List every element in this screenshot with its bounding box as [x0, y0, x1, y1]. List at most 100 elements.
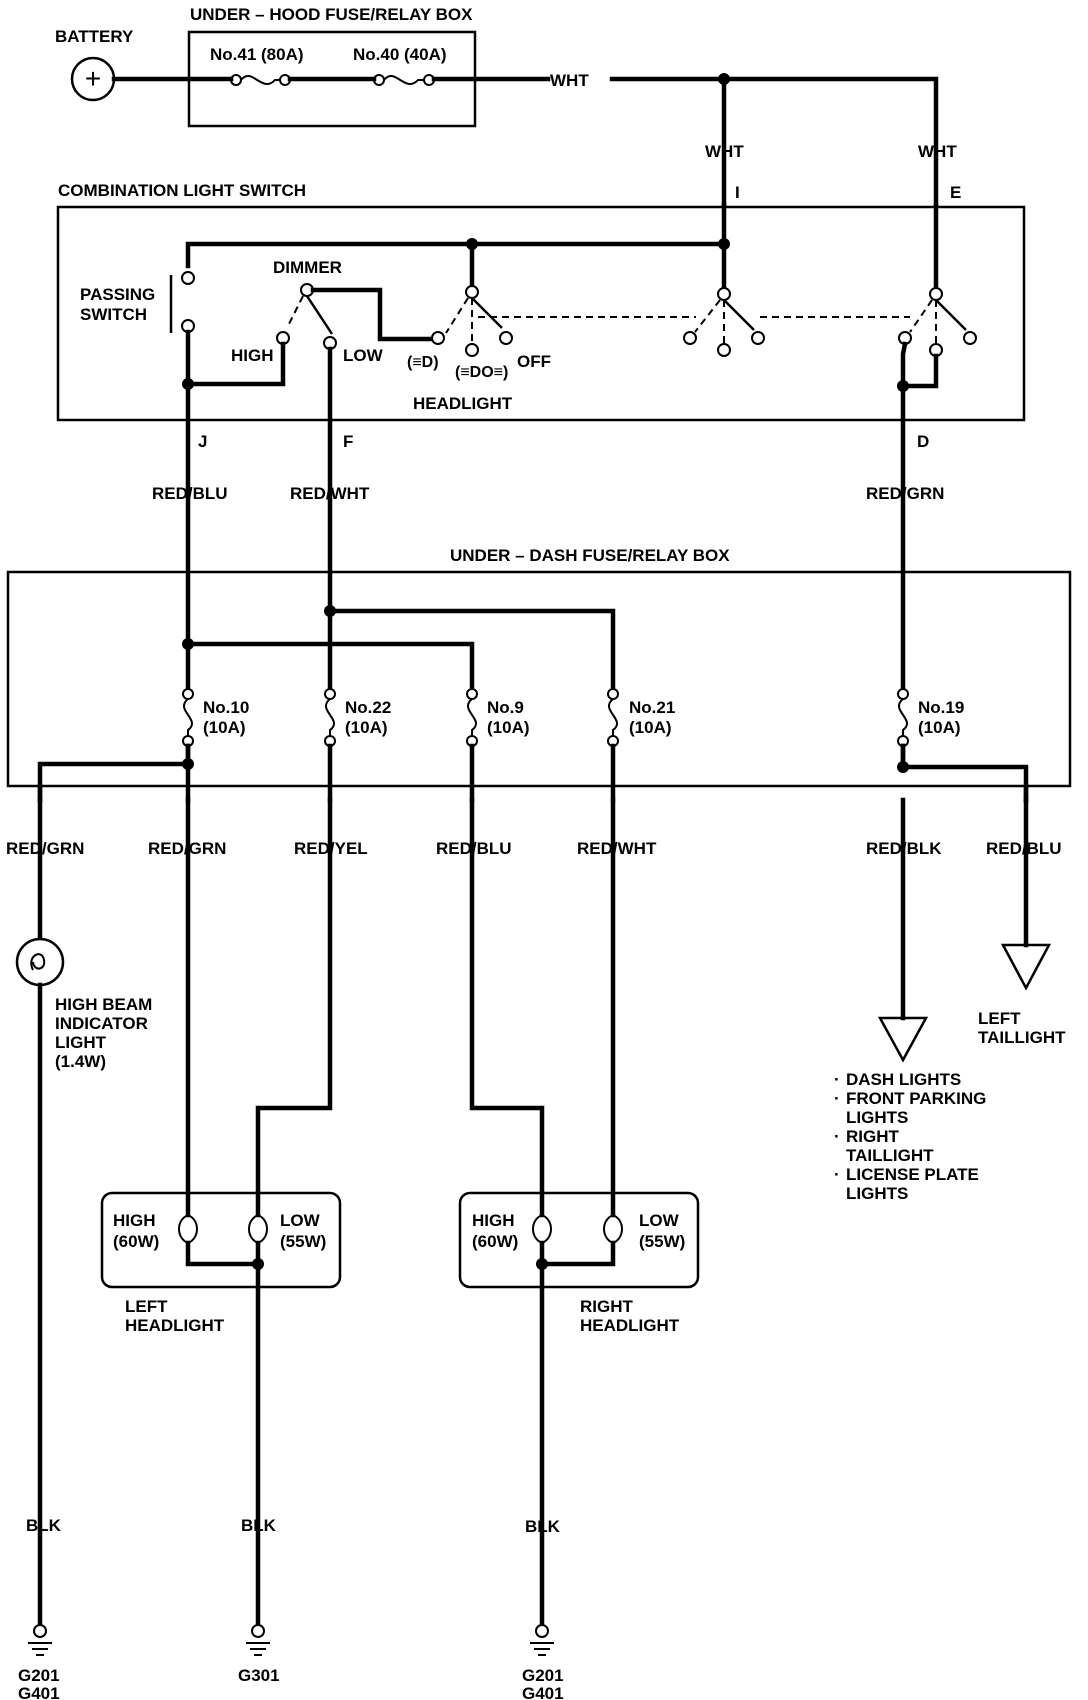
fuse-40-label: No.40 (40A): [353, 45, 447, 64]
left-low-watt: (55W): [280, 1232, 326, 1251]
pin-j-label: J: [198, 432, 207, 451]
wire-label-red-blu-j: RED/BLU: [152, 484, 228, 503]
left-high-label: HIGH: [113, 1211, 156, 1230]
dimmer-switch: DIMMER HIGH LOW: [182, 258, 435, 608]
dimmer-low-label: LOW: [343, 346, 384, 365]
fuse-22-no: No.22: [345, 698, 391, 717]
wire-label-blk-1: BLK: [26, 1516, 62, 1535]
ground-icon: [246, 1642, 270, 1656]
right-headlight-housing: [458, 1191, 700, 1289]
switch-box-outline: [56, 205, 1026, 422]
ground-g301: G301: [238, 1624, 280, 1685]
right-low-label: LOW: [639, 1211, 680, 1230]
pin-e-label: E: [950, 183, 961, 202]
fuse-41-symbol: [230, 74, 291, 86]
wire-label-red-grn-indicator: RED/GRN: [6, 839, 84, 858]
fuse-22: No.22 (10A): [324, 688, 391, 747]
wire-label-red-grn-d: RED/GRN: [866, 484, 944, 503]
dash-item-2b: LIGHTS: [846, 1108, 908, 1127]
fuse-21-amp: (10A): [629, 718, 672, 737]
wire-label-blk-2: BLK: [241, 1516, 277, 1535]
underhood-title: UNDER – HOOD FUSE/RELAY BOX: [190, 5, 473, 24]
dash-item-3b: TAILLIGHT: [846, 1146, 934, 1165]
wire-label-red-wht-f: RED/WHT: [290, 484, 370, 503]
fuse-10: No.10 (10A): [182, 688, 249, 747]
wire-label-wht-e: WHT: [918, 142, 957, 161]
fuse-19-amp: (10A): [918, 718, 961, 737]
ground-g201-g401-right: G201 G401: [522, 1624, 564, 1700]
wire-label-red-wht-out: RED/WHT: [577, 839, 657, 858]
wire-label-wht-i: WHT: [705, 142, 744, 161]
ground-label-g201-a: G201: [18, 1666, 60, 1685]
headlight-section-label: HEADLIGHT: [413, 394, 513, 413]
left-headlight-name-1: LEFT: [125, 1297, 168, 1316]
dash-item-4a: LICENSE PLATE: [846, 1165, 979, 1184]
pin-d-label: D: [917, 432, 929, 451]
left-high-filament-icon: [178, 1214, 198, 1245]
passing-label-1: PASSING: [80, 285, 155, 304]
dash-item-1: DASH LIGHTS: [846, 1070, 961, 1089]
wire-right-high: [469, 797, 545, 1218]
dash-bullet-3: ·: [834, 1127, 840, 1146]
fuse-41-label: No.41 (80A): [210, 45, 304, 64]
fuse-9-no: No.9: [487, 698, 524, 717]
left-taillight-label-1: LEFT: [978, 1009, 1021, 1028]
passing-switch: PASSING SWITCH: [80, 271, 195, 387]
right-headlight-name-1: RIGHT: [580, 1297, 634, 1316]
dash-lights-output: · DASH LIGHTS · FRONT PARKING LIGHTS · R…: [834, 797, 986, 1203]
dash-lights-arrow-icon: [877, 1016, 929, 1063]
wire-label-blk-3: BLK: [525, 1517, 561, 1536]
pos-low-beam-icon: (≡D): [407, 354, 439, 371]
passing-label-2: SWITCH: [80, 305, 147, 324]
right-low-watt: (55W): [639, 1232, 685, 1251]
fuse-21: No.21 (10A): [607, 688, 675, 747]
left-headlight-name-2: HEADLIGHT: [125, 1316, 225, 1335]
ground-icon: [530, 1642, 554, 1656]
pin-i-label: I: [735, 183, 740, 202]
ground-label-g201-b: G201: [522, 1666, 564, 1685]
right-high-label: HIGH: [472, 1211, 515, 1230]
high-beam-indicator: HIGH BEAM INDICATOR LIGHT (1.4W): [15, 797, 152, 1628]
combination-light-switch: COMBINATION LIGHT SWITCH I E PASSING SWI…: [56, 181, 1026, 608]
fuse-21-no: No.21: [629, 698, 675, 717]
fuse-10-amp: (10A): [203, 718, 246, 737]
fuse-9-amp: (10A): [487, 718, 530, 737]
left-low-filament-icon: [248, 1214, 268, 1245]
indicator-label-3: LIGHT: [55, 1033, 107, 1052]
fuse-22-amp: (10A): [345, 718, 388, 737]
dash-bullet-1: ·: [834, 1070, 840, 1089]
dash-item-4b: LIGHTS: [846, 1184, 908, 1203]
underdash-fuse-box: UNDER – DASH FUSE/RELAY BOX No.10 (10A) …: [6, 546, 1072, 803]
indicator-label-4: (1.4W): [55, 1052, 106, 1071]
dash-bullet-4: ·: [834, 1165, 840, 1184]
left-headlight: HIGH (60W) LOW (55W) LEFT HEADLIGHT: [100, 1191, 342, 1628]
right-headlight-name-2: HEADLIGHT: [580, 1316, 680, 1335]
ground-icon: [28, 1642, 52, 1656]
left-taillight-arrow-icon: [1000, 943, 1052, 991]
battery: BATTERY +: [55, 27, 134, 102]
battery-label: BATTERY: [55, 27, 134, 46]
ground-g201-g401-left: G201 G401: [18, 1624, 60, 1700]
headlight-off-label: OFF: [517, 352, 551, 371]
fuse-19-no: No.19: [918, 698, 964, 717]
fuse-10-no: No.10: [203, 698, 249, 717]
left-low-label: LOW: [280, 1211, 321, 1230]
ground-label-g401-a: G401: [18, 1684, 60, 1700]
left-taillight-label-2: TAILLIGHT: [978, 1028, 1066, 1047]
dimmer-high-label: HIGH: [231, 346, 274, 365]
indicator-label-2: INDICATOR: [55, 1014, 148, 1033]
pin-f-label: F: [343, 432, 353, 451]
ground-label-g401-b: G401: [522, 1684, 564, 1700]
right-high-watt: (60W): [472, 1232, 518, 1251]
dash-bullet-2: ·: [834, 1089, 840, 1108]
dash-item-2a: FRONT PARKING: [846, 1089, 986, 1108]
fuse-40-symbol: [373, 74, 435, 86]
fuse-19: No.19 (10A): [897, 688, 964, 747]
underdash-title: UNDER – DASH FUSE/RELAY BOX: [450, 546, 730, 565]
underdash-box-outline: [6, 570, 1072, 788]
battery-plus-icon: +: [85, 63, 101, 94]
left-taillight-output: LEFT TAILLIGHT: [978, 797, 1066, 1047]
wire-left-low: [255, 797, 333, 1218]
dimmer-label: DIMMER: [273, 258, 342, 277]
